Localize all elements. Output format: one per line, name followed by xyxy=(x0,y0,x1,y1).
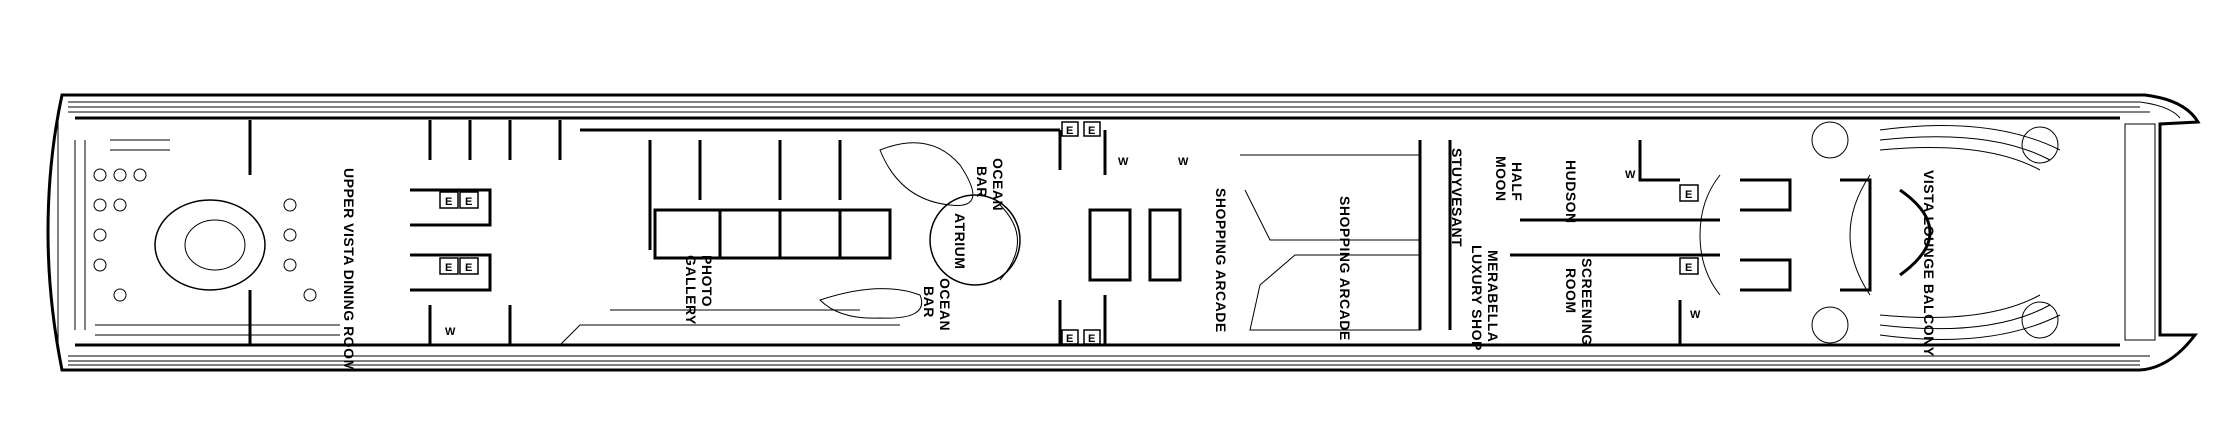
washroom-marker: W xyxy=(1118,156,1129,168)
hull xyxy=(46,93,2201,372)
label-merabella-2: LUXURY SHOP xyxy=(1469,245,1485,351)
label-shopping-arcade-2: SHOPPING ARCADE xyxy=(1337,196,1353,341)
elevator-marker: E xyxy=(1685,262,1692,274)
dining-tables xyxy=(74,139,340,336)
washroom-marker: W xyxy=(1178,156,1189,168)
elevator-marker: E xyxy=(445,196,452,208)
label-half-moon-2: MOON xyxy=(1493,156,1509,202)
label-vista-lounge-balcony: VISTA LOUNGE BALCONY xyxy=(1921,170,1937,357)
label-screening-room-1: SCREENING xyxy=(1579,258,1595,346)
label-upper-vista-dining-room: UPPER VISTA DINING ROOM xyxy=(341,168,357,372)
label-half-moon-1: HALF xyxy=(1509,162,1525,201)
label-ocean-bar-bottom-1: OCEAN xyxy=(937,278,953,331)
elevator-marker: E xyxy=(1685,189,1692,201)
label-photo-gallery-1: PHOTO xyxy=(699,255,715,307)
elevator-marker: E xyxy=(1066,125,1073,137)
room-labels: UPPER VISTA DINING ROOM PHOTO GALLERY OC… xyxy=(341,148,1937,372)
label-ocean-bar-top-1: OCEAN xyxy=(990,158,1006,211)
elevator-marker: E xyxy=(1088,125,1095,137)
elevator-marker: E xyxy=(465,196,472,208)
label-atrium: ATRIUM xyxy=(952,213,968,269)
label-stuyvesant: STUYVESANT xyxy=(1449,148,1465,247)
label-shopping-arcade-1: SHOPPING ARCADE xyxy=(1213,188,1229,333)
label-ocean-bar-top-2: BAR xyxy=(974,166,990,198)
label-ocean-bar-bottom-2: BAR xyxy=(921,286,937,318)
label-photo-gallery-2: GALLERY xyxy=(683,255,699,325)
washroom-marker: W xyxy=(1625,169,1636,181)
elevator-marker: E xyxy=(1066,333,1073,345)
vista-lounge-seating xyxy=(1811,121,2061,344)
elevator-marker: E xyxy=(465,262,472,274)
washroom-marker: W xyxy=(445,326,456,338)
elevator-marker: E xyxy=(445,262,452,274)
washroom-marker: W xyxy=(1690,309,1701,321)
interior-walls xyxy=(248,120,1872,346)
elevator-markers: E E E E E E E E E E W W W W W xyxy=(439,121,1701,345)
label-hudson: HUDSON xyxy=(1563,160,1579,224)
elevator-marker: E xyxy=(1088,333,1095,345)
label-merabella-1: MERABELLA xyxy=(1485,250,1501,342)
label-screening-room-2: ROOM xyxy=(1563,268,1579,314)
atrium-stair xyxy=(819,142,1021,319)
